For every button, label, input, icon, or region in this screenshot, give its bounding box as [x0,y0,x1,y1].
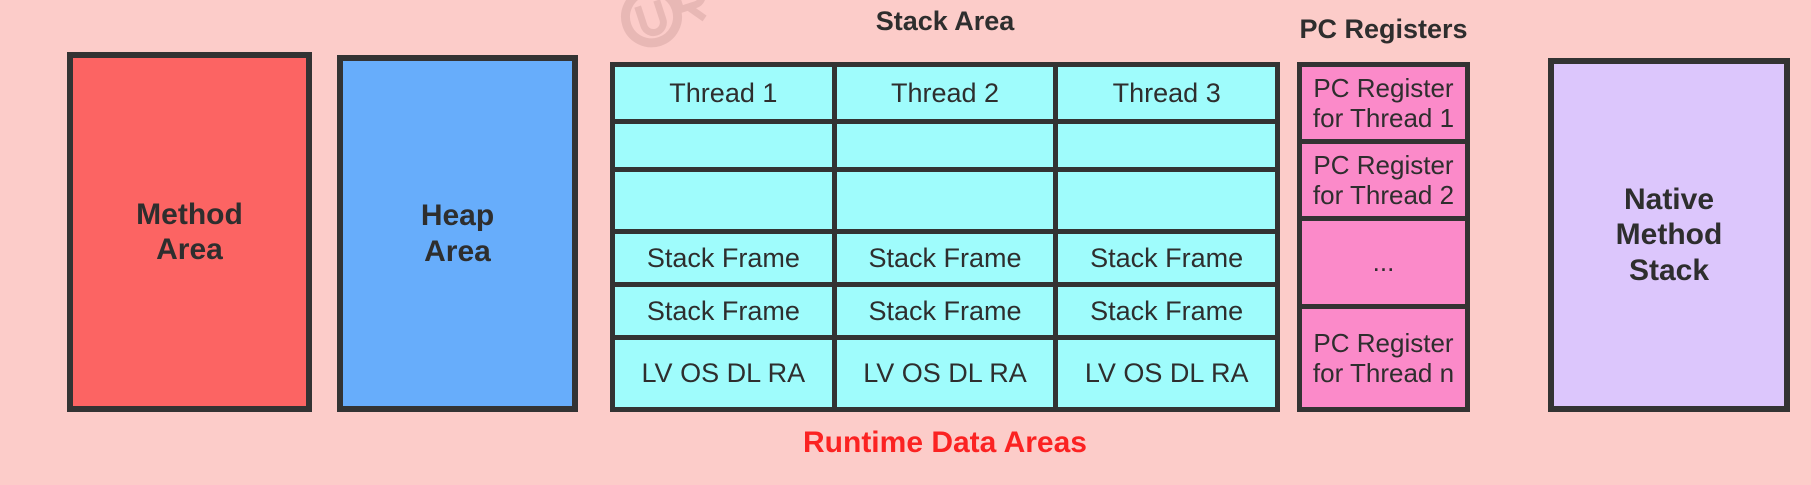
method-area-block: Method Area [67,52,312,412]
thread-empty-cell [836,124,1054,172]
thread-empty-cell [836,172,1054,234]
stack-frame-cell: Stack Frame [1058,287,1276,340]
thread-header-cell: Thread 1 [615,67,832,124]
method-area-label: Method Area [136,197,243,266]
pc-register-cell: PC Register for Thread n [1302,309,1465,407]
thread-empty-cell [615,124,832,172]
stack-frame-parts-cell: LV OS DL RA [836,340,1054,407]
stack-frame-cell: Stack Frame [615,287,832,340]
heap-area-label: Heap Area [420,199,495,268]
native-method-stack-label: Native Method Stack [1615,182,1723,287]
pc-register-ellipsis-cell: ... [1302,221,1465,309]
stack-frame-cell: Stack Frame [836,234,1054,287]
thread-column-1: Thread 1 Stack Frame Stack Frame LV OS D… [615,67,837,407]
stack-frame-cell: Stack Frame [836,287,1054,340]
heap-area-block: Heap Area [337,55,578,412]
thread-empty-cell [615,172,832,234]
thread-empty-cell [1058,172,1276,234]
pc-registers-table: PC Register for Thread 1 PC Register for… [1297,62,1470,412]
thread-header-cell: Thread 2 [836,67,1054,124]
stack-frame-cell: Stack Frame [615,234,832,287]
stack-area-table: Thread 1 Stack Frame Stack Frame LV OS D… [610,62,1280,412]
stack-frame-parts-cell: LV OS DL RA [1058,340,1276,407]
thread-column-2: Thread 2 Stack Frame Stack Frame LV OS D… [836,67,1059,407]
runtime-data-areas-caption: Runtime Data Areas [803,426,1087,459]
stack-area-title: Stack Area [875,6,1015,36]
stack-frame-parts-cell: LV OS DL RA [615,340,832,407]
thread-column-3: Thread 3 Stack Frame Stack Frame LV OS D… [1058,67,1276,407]
pc-registers-title: PC Registers [1299,14,1468,44]
thread-empty-cell [1058,124,1276,172]
thread-header-cell: Thread 3 [1058,67,1276,124]
native-method-stack-block: Native Method Stack [1548,58,1790,412]
pc-register-cell: PC Register for Thread 2 [1302,144,1465,221]
stack-frame-cell: Stack Frame [1058,234,1276,287]
pc-register-cell: PC Register for Thread 1 [1302,67,1465,144]
